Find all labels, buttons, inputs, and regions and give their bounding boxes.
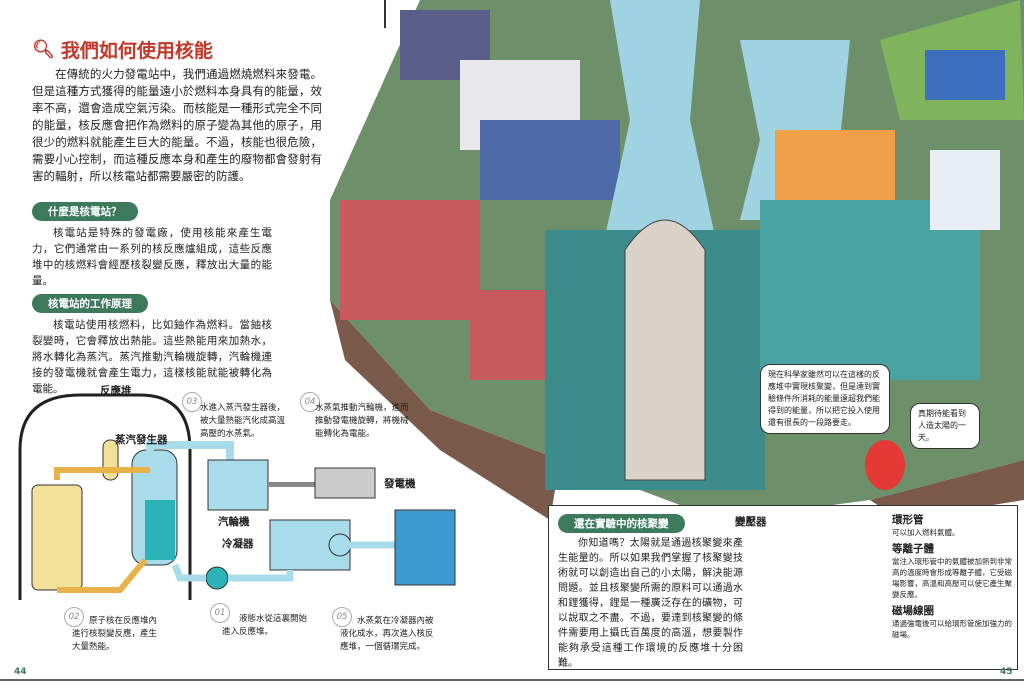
- fusion-section: 還在實驗中的核聚變 你知道嗎？太陽就是通過核聚變來產生能量的。所以如果我們掌握了…: [558, 512, 743, 671]
- mascot-character: [865, 440, 905, 490]
- reactor-dome: [624, 219, 706, 481]
- step-number: 03: [182, 392, 202, 412]
- cooling-tower: [600, 0, 720, 260]
- feed-pump: [205, 566, 229, 590]
- house: [925, 50, 1005, 100]
- section-text: 你知道嗎？太陽就是通過核聚變來產生能量的。所以如果我們掌握了核聚變技術就可以創造…: [558, 538, 743, 669]
- generator-box: [314, 467, 376, 499]
- step-text: 水蒸氣推動汽輪機，進而推動發電機旋轉，將機械能轉化為電能。: [315, 403, 409, 439]
- step-text: 水蒸氣在冷凝器內被液化成水，再次進入核反應堆，一個循環完成。: [340, 616, 434, 652]
- part-desc: 通過強電後可以給環形管施加強力的磁場。: [892, 619, 1012, 639]
- page-title: 🔍︎ 我們如何使用核能: [32, 36, 213, 63]
- water-pipes: [171, 541, 395, 582]
- building-red-2: [470, 290, 550, 380]
- label-reactor: 反應堆: [100, 385, 132, 397]
- magnifier-icon: 🔍︎: [32, 39, 55, 60]
- speech-bubble-scientist: 現在科學家雖然可以在這樣的反應堆中實現核聚變，但是達到實驗條件所消耗的能量遠超我…: [760, 364, 890, 434]
- part-name: 磁場線圈: [892, 605, 934, 617]
- intro-paragraph: 在傳統的火力發電站中，我們通過燃燒燃料來發電。但是這種方式獲得的能量遠小於燃料本…: [32, 67, 322, 183]
- step-number: 05: [332, 607, 352, 627]
- pump: [328, 533, 352, 557]
- page-title-text: 我們如何使用核能: [60, 40, 213, 62]
- step-number: 02: [64, 607, 84, 627]
- section-heading: 核電站的工作原理: [32, 294, 148, 313]
- step-text: 原子核在反應堆內進行核裂變反應，產生大量熱能。: [72, 616, 158, 652]
- step-number: 01: [210, 603, 230, 623]
- primary-loop: [54, 467, 150, 593]
- cliff: [330, 300, 560, 520]
- section-heading: 還在實驗中的核聚變: [558, 514, 685, 533]
- building-red: [340, 200, 480, 320]
- part-name: 等離子體: [892, 543, 934, 555]
- speech-bubble-mascot: 真期待能看到人造太陽的一天。: [910, 403, 980, 449]
- label-turbine: 汽輪機: [218, 516, 250, 528]
- tanks: [480, 120, 620, 200]
- white-building: [930, 150, 1000, 230]
- page-number-right: 45: [1000, 667, 1013, 677]
- page-number-left: 44: [14, 667, 27, 677]
- reactor-core: [31, 484, 83, 591]
- containment-outline: [18, 393, 192, 600]
- steam-generator-water: [145, 500, 175, 560]
- step-number: 04: [300, 392, 320, 412]
- part-desc: 可以加入燃料氣體。: [892, 528, 960, 537]
- part-desc: 當注入環形管中的氣體被加熱到非常高的溫度時會形成等離子體，它受磁場影響，高溫和高…: [892, 557, 1012, 599]
- section-heading: 什麼是核電站？: [32, 202, 138, 221]
- cooling-water-source: [394, 509, 456, 586]
- section-what-is: 什麼是核電站？ 核電站是特殊的發電廠，使用核能來產生電力，它們通常由一系列的核反…: [32, 200, 272, 289]
- tokamak-parts: 環形管 可以加入燃料氣體。 等離子體 當注入環形管中的氣體被加熱到非常高的溫度時…: [892, 512, 1012, 640]
- part-name: 環形管: [892, 514, 924, 526]
- steam-pipe: [146, 441, 234, 462]
- label-steam-generator: 蒸汽發生器: [115, 434, 168, 446]
- turbine-casing: [207, 459, 269, 511]
- label-transformer: 變壓器: [735, 516, 767, 528]
- orange-building: [775, 130, 895, 200]
- section-how-it-works: 核電站的工作原理 核電站使用核燃料，比如鈾作為燃料。當鈾核裂變時，它會釋放出熱能…: [32, 292, 272, 397]
- step-text: 水進入蒸汽發生器後，被大量熱能汽化成高溫高壓的水蒸氣。: [200, 403, 286, 439]
- label-condenser: 冷凝器: [222, 538, 254, 550]
- label-generator: 發電機: [384, 478, 416, 490]
- step-text: 液態水從這裏開始進入反應堆。: [222, 614, 308, 637]
- section-text: 核電站是特殊的發電廠，使用核能來產生電力，它們通常由一系列的核反應爐組成，這些反…: [32, 227, 272, 287]
- section-text: 核電站使用核燃料，比如鈾作為燃料。當鈾核裂變時，它會釋放出熱能。這些熱能用來加熱…: [32, 319, 272, 395]
- shaft: [268, 482, 318, 487]
